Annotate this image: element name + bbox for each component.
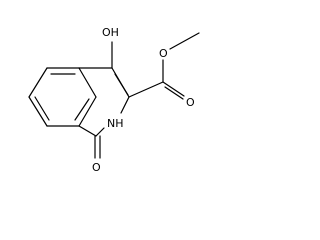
bond (28, 96, 48, 127)
bond-c-ester (128, 81, 164, 98)
substituents (94, 32, 200, 159)
benzene-ring (28, 67, 97, 127)
bond-inner (74, 98, 90, 121)
bond-o-methyl (169, 32, 200, 50)
atom-labels: OH NH O O O (92, 26, 195, 174)
ester-carbonyl-oxygen-label: O (186, 96, 195, 109)
structure-diagram: OH NH O O O (28, 26, 200, 174)
bond-ester-co (162, 81, 185, 97)
bond (95, 127, 105, 137)
ester-ether-oxygen-label: O (159, 47, 168, 60)
bond-ester-co (164, 86, 184, 100)
hydroxyl-label: OH (102, 26, 119, 39)
bond (78, 125, 97, 137)
pyridinone-ring (78, 67, 130, 137)
bond (78, 67, 97, 98)
bond (28, 67, 48, 98)
ring-nh-label: NH (107, 117, 124, 130)
bond (120, 96, 130, 114)
bond (78, 96, 97, 127)
carbonyl-oxygen-label: O (92, 161, 101, 174)
molecule-drawing: OH NH O O O (28, 26, 200, 174)
bond-inner (34, 96, 50, 121)
bond-inner (114, 73, 129, 96)
